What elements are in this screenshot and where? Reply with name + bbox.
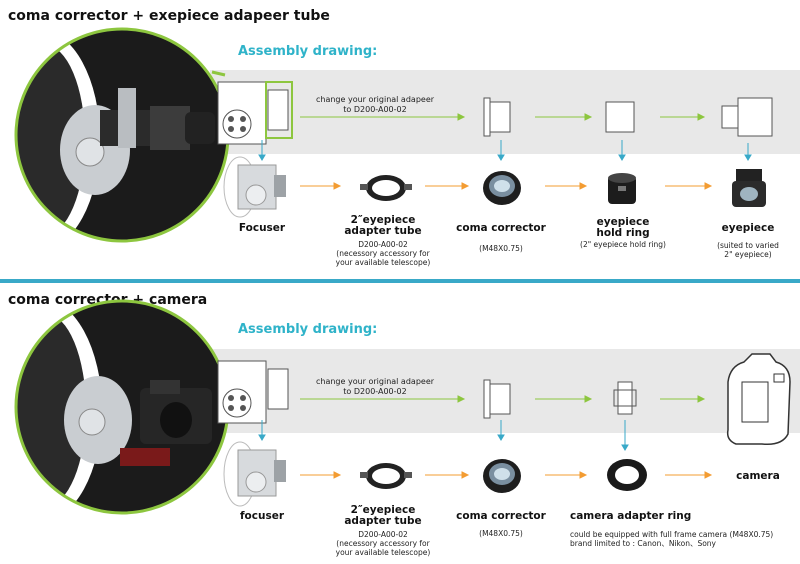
section2-title: coma corrector + camera	[8, 292, 208, 308]
section2-assembly-heading: Assembly drawing:	[238, 322, 378, 337]
section1-focuser-drawing	[217, 81, 293, 145]
camera-ring-sub-1: could be equipped with full frame camera…	[570, 530, 774, 539]
coma-label: coma corrector	[456, 222, 546, 234]
adapter-tube-photo-2	[360, 463, 412, 489]
hold-label-line1: eyepiece	[596, 216, 650, 228]
hold-ring-photo	[608, 173, 636, 204]
adapter-sub-1: D200-A00-02	[358, 530, 408, 539]
hold-label-line2: hold ring	[596, 227, 650, 239]
change-note-line2: to D200-A00-02	[343, 105, 407, 114]
adapter-sub-2: (necessory accessory for	[336, 539, 430, 548]
eyepiece-photo	[732, 169, 766, 207]
adapter-sub-3: your available telescope)	[335, 258, 431, 267]
change-note-line2: to D200-A00-02	[343, 387, 407, 396]
change-note-line1: change your original adapeer	[315, 377, 435, 386]
camera-ring-photo	[607, 459, 647, 491]
section2-focuser-drawing	[217, 360, 289, 424]
label-coma-corrector-2: coma corrector (M48X0.75)	[451, 510, 551, 539]
hold-sub: (2" eyepiece hold ring)	[580, 240, 666, 249]
coma-corrector-outline	[483, 97, 511, 137]
label-camera-ring: camera adapter ring	[570, 510, 692, 522]
change-note-line1: change your original adapeer	[315, 95, 435, 104]
adapter-label-line2: adapter tube	[344, 515, 422, 527]
coma-sub: (M48X0.75)	[479, 244, 523, 253]
adapter-sub-3: your available telescope)	[335, 548, 431, 557]
adapter-label-line2: adapter tube	[344, 225, 422, 237]
camera-ring-note: could be equipped with full frame camera…	[570, 530, 795, 548]
adapter-sub-1: D200-A00-02	[358, 240, 408, 249]
coma-sub: (M48X0.75)	[479, 529, 523, 538]
adapter-label-line1: 2″eyepiece	[350, 504, 416, 516]
label-focuser-2: focuser	[239, 510, 285, 522]
section1-assembly-heading: Assembly drawing:	[238, 44, 378, 59]
adapter-tube-photo	[360, 175, 412, 201]
label-adapter-tube-2: 2″eyepiece adapter tube D200-A00-02 (nec…	[323, 504, 443, 558]
camera-ring-outline	[613, 381, 637, 415]
section-divider	[0, 279, 800, 283]
label-coma-corrector-1: coma corrector (M48X0.75)	[451, 222, 551, 254]
coma-label: coma corrector	[456, 510, 546, 522]
adapter-label-line1: 2″eyepiece	[350, 214, 416, 226]
label-focuser-1: Focuser	[238, 222, 286, 234]
eyepiece-label: eyepiece	[721, 222, 775, 234]
label-eyepiece: eyepiece (suited to varied 2" eyepiece)	[708, 222, 788, 260]
coma-corrector-photo-2	[483, 459, 521, 493]
hold-ring-outline	[605, 101, 635, 133]
label-hold-ring: eyepiece hold ring (2" eyepiece hold rin…	[570, 216, 676, 250]
eyepiece-outline	[721, 97, 773, 137]
section1-title: coma corrector + exepiece adapeer tube	[8, 8, 330, 24]
section1-change-note: change your original adapeer to D200-A00…	[305, 95, 445, 115]
label-camera: camera	[736, 470, 780, 482]
eyepiece-sub-2: 2" eyepiece)	[724, 250, 772, 259]
coma-corrector-outline-2	[483, 379, 511, 419]
section2-change-note: change your original adapeer to D200-A00…	[305, 377, 445, 397]
label-adapter-tube-1: 2″eyepiece adapter tube D200-A00-02 (nec…	[323, 214, 443, 268]
section1-focuser-photo	[223, 156, 286, 218]
section2-focuser-photo	[223, 441, 286, 507]
coma-corrector-photo	[483, 171, 521, 205]
camera-ring-sub-2: brand limited to : Canon、Nikon、Sony	[570, 539, 717, 548]
eyepiece-sub-1: (suited to varied	[717, 241, 779, 250]
camera-outline	[726, 353, 791, 446]
adapter-sub-2: (necessory accessory for	[336, 249, 430, 258]
